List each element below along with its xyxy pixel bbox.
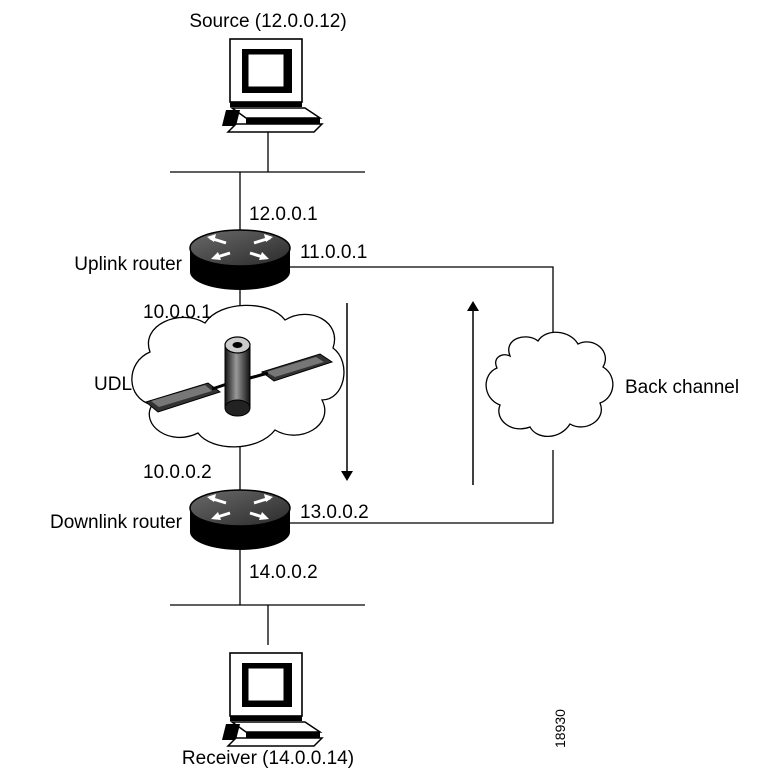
figure-number: 18930 (552, 709, 568, 748)
network-links (170, 132, 554, 645)
udl-label: UDL (94, 374, 132, 395)
back-channel-cloud-icon (485, 331, 614, 438)
ip-downlink-right: 13.0.0.2 (300, 502, 369, 523)
receiver-label: Receiver (14.0.0.14) (182, 748, 354, 769)
source-label: Source (12.0.0.12) (189, 11, 346, 32)
satellite-icon (144, 336, 334, 417)
back-channel-link-upper (288, 266, 554, 340)
ip-uplink-bottom: 10.0.0.1 (143, 302, 212, 323)
downlink-router-icon (189, 489, 291, 550)
ip-downlink-top: 10.0.0.2 (143, 462, 212, 483)
ip-uplink-right: 11.0.0.1 (300, 242, 367, 263)
downlink-router-label: Downlink router (50, 512, 183, 533)
ip-uplink-top: 12.0.0.1 (249, 204, 318, 225)
uplink-router-icon (189, 229, 291, 290)
uplink-router-label: Uplink router (74, 254, 182, 275)
source-computer-icon (222, 38, 324, 133)
ip-downlink-bottom: 14.0.0.2 (249, 562, 318, 583)
back-channel-label: Back channel (625, 377, 739, 398)
back-channel-link-lower (288, 450, 554, 524)
receiver-computer-icon (222, 652, 324, 747)
